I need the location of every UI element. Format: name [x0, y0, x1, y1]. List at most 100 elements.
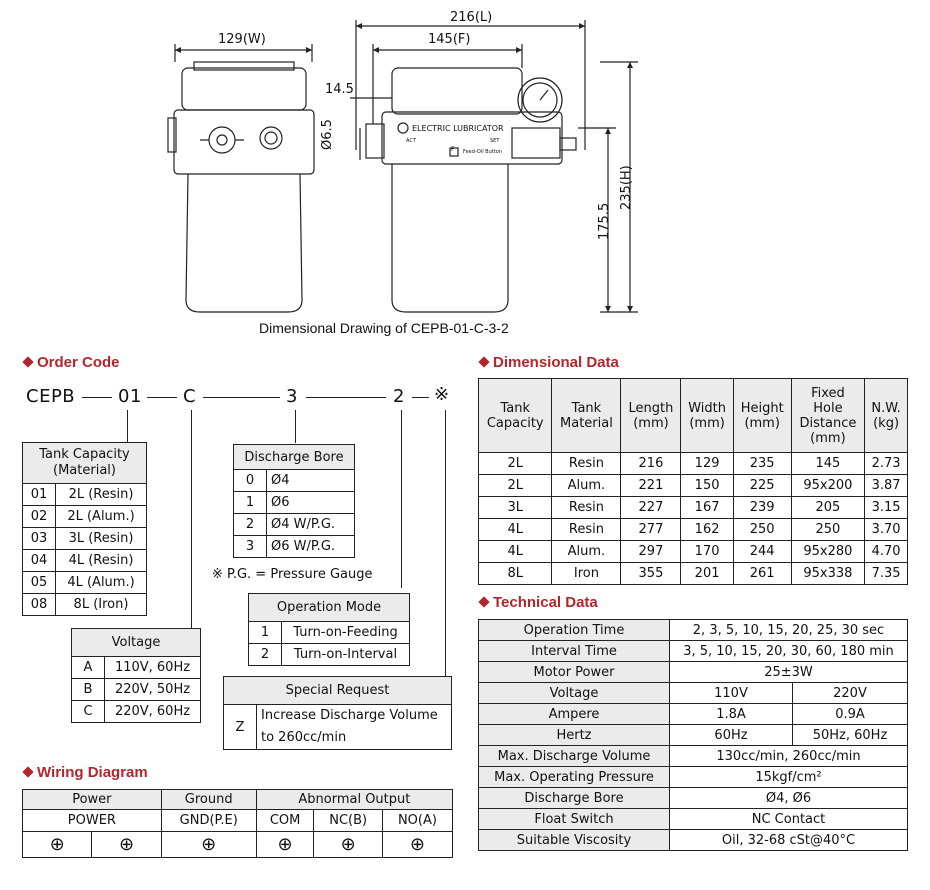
terminal-icon: ⊕: [255, 831, 315, 858]
cell: 244: [732, 540, 792, 563]
cell: Resin: [551, 496, 622, 519]
dim-col-header: Tank Capacity: [477, 378, 553, 453]
bore-code: 3: [233, 535, 267, 558]
label-feed: Feed-Oil Button: [463, 149, 502, 155]
dim-length: 216(L): [450, 10, 493, 25]
code-part-2: 2: [393, 386, 405, 407]
voltage-header: Voltage: [71, 628, 201, 657]
tank-value: 4L (Alum.): [55, 571, 147, 594]
voltage-code: C: [71, 700, 105, 723]
tech-label: Max. Operating Pressure: [478, 766, 670, 788]
cell: 4L: [477, 540, 553, 563]
code-part-cepb: CEPB: [26, 386, 76, 407]
tank-value: 8L (Iron): [55, 593, 147, 616]
dim-col-header: N.W. (kg): [864, 378, 908, 453]
voltage-code: A: [71, 656, 105, 679]
terminal-icon: ⊕: [381, 831, 454, 858]
cell: 4L: [477, 518, 553, 541]
cell: 225: [732, 474, 792, 497]
tech-label: Interval Time: [478, 640, 670, 662]
cell: Resin: [551, 452, 622, 475]
code-part-01: 01: [118, 386, 142, 407]
tank-value: 2L (Resin): [55, 483, 147, 506]
cell: 205: [790, 496, 866, 519]
dim-col-header: Fixed Hole Distance (mm): [790, 378, 866, 453]
cell: 3.87: [864, 474, 908, 497]
tech-value: 25±3W: [669, 661, 908, 683]
tank-code: 04: [22, 549, 56, 572]
cell: 355: [620, 562, 682, 585]
wiring-group-power: Power: [22, 789, 162, 810]
bore-value: Ø4: [266, 469, 355, 492]
cell: 95x200: [790, 474, 866, 497]
label-set: SET: [490, 138, 500, 144]
diamond-icon: [478, 356, 490, 368]
terminal-icon: ⊕: [160, 831, 257, 858]
dim-width: 129(W): [218, 32, 266, 47]
cell: 261: [732, 562, 792, 585]
tech-value: 60Hz: [669, 724, 793, 746]
order-code-heading: Order Code: [22, 354, 120, 371]
dim-height: 235(H): [619, 165, 634, 210]
cell: 4.70: [864, 540, 908, 563]
cell: 129: [680, 452, 734, 475]
code-part-c: C: [183, 386, 197, 407]
wiring-label-power: POWER: [22, 809, 162, 832]
lubricator-drawing: [167, 20, 638, 313]
cell: 221: [620, 474, 682, 497]
dimensional-drawing: 129(W) 216(L) 145(F) 14.5 Ø6.5 235(H) 17…: [160, 0, 650, 320]
cell: Resin: [551, 518, 622, 541]
mode-value: Turn-on-Interval: [281, 643, 410, 666]
label-act: ACT: [406, 138, 416, 144]
tech-label: Motor Power: [478, 661, 670, 683]
cell: 3.70: [864, 518, 908, 541]
cell: 170: [680, 540, 734, 563]
tank-code: 03: [22, 527, 56, 550]
bore-note: ※ P.G. = Pressure Gauge: [212, 567, 373, 582]
tech-value: 15kgf/cm²: [669, 766, 908, 788]
cell: 2L: [477, 474, 553, 497]
bore-code: 1: [233, 491, 267, 514]
wiring-label-com: COM: [255, 809, 315, 832]
wiring-label-no: NO(A): [381, 809, 454, 832]
mode-value: Turn-on-Feeding: [281, 621, 410, 644]
cell: 250: [790, 518, 866, 541]
terminal-icon: ⊕: [313, 831, 383, 858]
bore-value: Ø6: [266, 491, 355, 514]
dimensional-heading: Dimensional Data: [478, 354, 619, 371]
tech-label: Hertz: [478, 724, 670, 746]
tech-label: Float Switch: [478, 808, 670, 830]
cell: 167: [680, 496, 734, 519]
mode-code: 2: [248, 643, 282, 666]
connector-line: [147, 397, 177, 398]
wiring-table: Power Ground Abnormal Output POWER GND(P…: [21, 789, 454, 858]
connector-line: [82, 397, 112, 398]
wiring-group-output: Abnormal Output: [255, 789, 454, 810]
tank-code: 02: [22, 505, 56, 528]
special-text-line1: Increase Discharge Volume: [261, 708, 438, 723]
label-f: F: [451, 146, 455, 153]
tech-label: Operation Time: [478, 619, 670, 641]
cell: Alum.: [551, 540, 622, 563]
mode-code: 1: [248, 621, 282, 644]
order-code-title: Order Code: [37, 354, 120, 371]
voltage-value: 220V, 60Hz: [104, 700, 201, 723]
cell: 7.35: [864, 562, 908, 585]
cell: 2.73: [864, 452, 908, 475]
tank-code: 01: [22, 483, 56, 506]
wiring-heading: Wiring Diagram: [22, 764, 148, 781]
terminal-icon: ⊕: [91, 831, 162, 858]
tech-value: 110V: [669, 682, 793, 704]
tech-value: Oil, 32-68 cSt@40°C: [669, 829, 908, 851]
cell: 250: [732, 518, 792, 541]
